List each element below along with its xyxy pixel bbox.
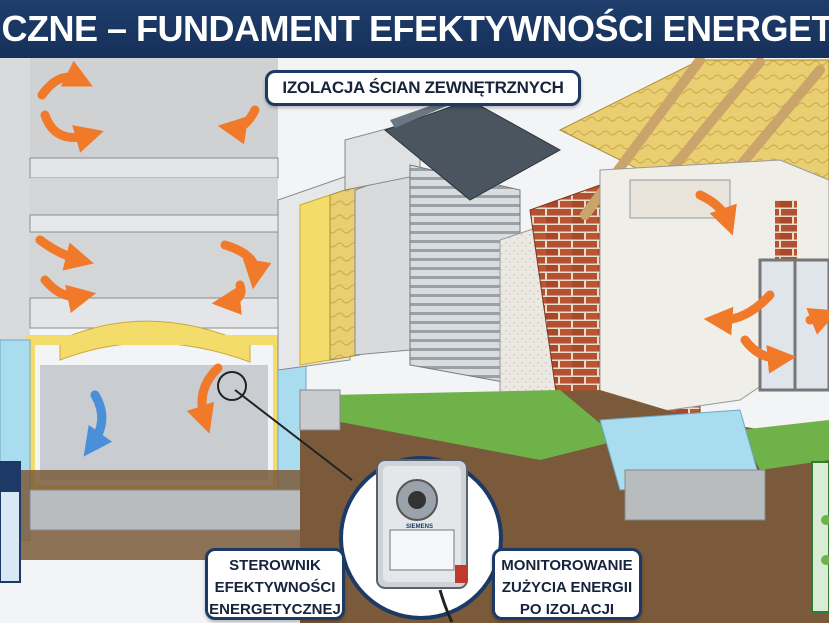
controller-line-2: EFEKTYWNOŚCI [214,579,336,596]
house-illustration: SIEMENS [0,58,829,623]
monitoring-line-3: PO IZOLACJI [519,601,615,618]
banner-title: ICZNE – FUNDAMENT EFEKTYWNOŚCI ENERGETYC… [0,8,829,49]
wall-insulation-text: IZOLACJA ŚCIAN ZEWNĘTRZNYCH [282,78,564,97]
right-panel-edge [811,461,829,613]
connector-line [234,389,353,481]
right-house [558,58,829,421]
heat-arrows-left [35,60,272,434]
magnifier [339,456,503,623]
controller-line-1: STEROWNIK [229,557,321,574]
wall-insulation-label: IZOLACJA ŚCIAN ZEWNĘTRZNYCH [265,70,581,106]
cool-arrow [83,390,113,457]
device-brand: SIEMENS [406,524,433,530]
heat-arrows-right [695,190,829,374]
controller-line-3: ENERGETYCZNEJ [209,601,341,618]
controller-label: STEROWNIK EFEKTYWNOŚCI ENERGETYCZNEJ [205,548,345,620]
monitoring-line-2: ZUŻYCIA ENERGII [501,579,633,596]
monitoring-label: MONITOROWANIE ZUŻYCIA ENERGII PO IZOLACJ… [492,548,642,620]
title-banner: ICZNE – FUNDAMENT EFEKTYWNOŚCI ENERGETYC… [0,0,829,58]
monitoring-line-1: MONITOROWANIE [501,557,633,574]
left-cutaway [0,58,330,583]
